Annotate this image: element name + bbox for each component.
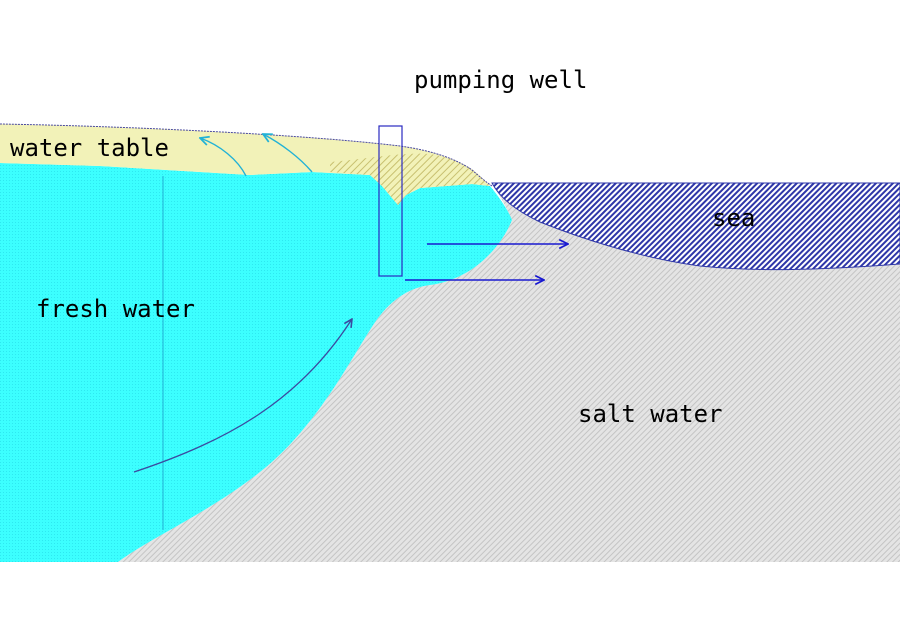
- cone-of-depression: [330, 153, 490, 205]
- pumping-well-label: pumping well: [414, 66, 587, 94]
- water-table-label: water table: [10, 134, 169, 162]
- pumping-well: [378, 125, 403, 277]
- fresh-water-label: fresh water: [36, 295, 195, 323]
- salt-water-label: salt water: [578, 400, 723, 428]
- salt-water-region: [118, 183, 900, 562]
- recharge-arrow-2: [263, 134, 313, 173]
- fresh-water-region: [0, 163, 512, 562]
- recharge-arrow-1: [200, 138, 247, 177]
- water-table-zone: [0, 124, 490, 205]
- sea-region: [491, 182, 900, 271]
- ground-surface-line: [0, 123, 493, 187]
- fresh-water-flow-arrow: [133, 319, 352, 473]
- sea-label: sea: [712, 204, 755, 232]
